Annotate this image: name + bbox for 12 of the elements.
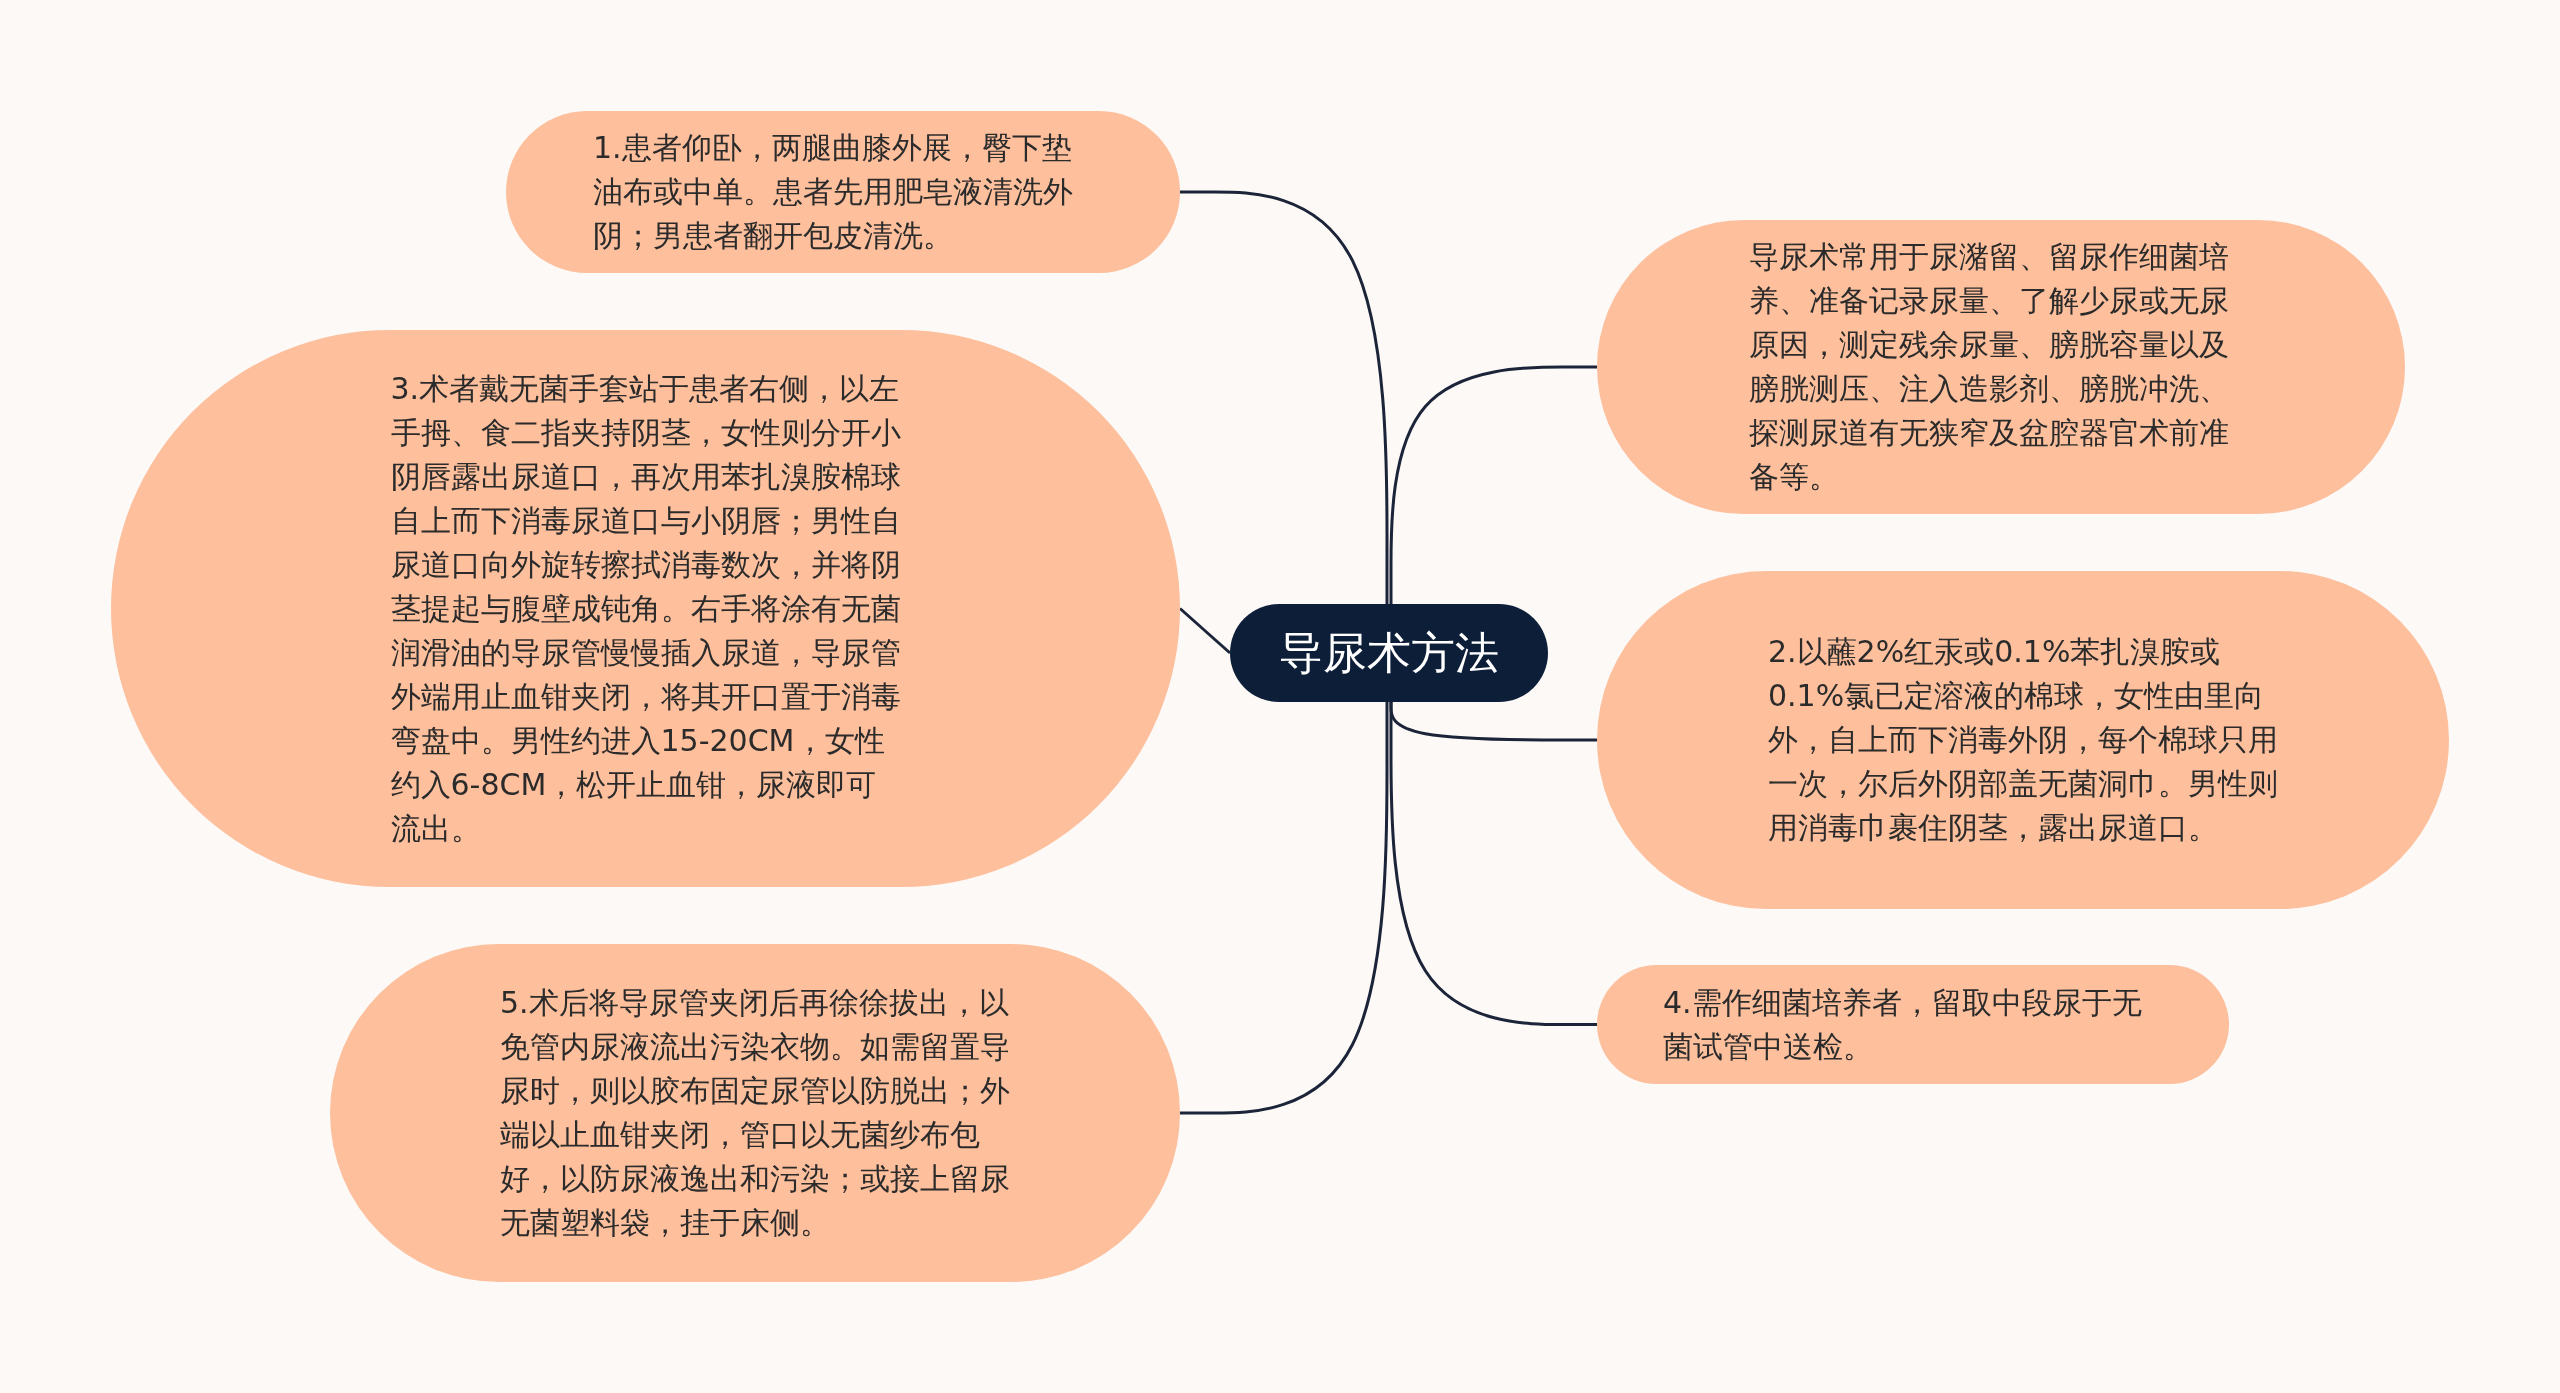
topic-text: 导尿术常用于尿潴留、留尿作细菌培养、准备记录尿量、了解少尿或无尿原因，测定残余尿量、膀胱容量以及膀胱测压、注入造影剂、膀胱冲洗、探测尿道有无狭窄及盆腔器官术前准备等。 [1748, 238, 2230, 496]
topic-text: 1.患者仰卧，两腿曲膝外展，臀下垫油布或中单。患者先用肥皂液清洗外阴；男患者翻开包皮清洗。 [593, 129, 1074, 255]
connector-line [1180, 190, 1389, 604]
topic-text: 2.以蘸2%红汞或0.1%苯扎溴胺或0.1%氯已定溶液的棉球，女性由里向外，自上而下消毒外阴，每个棉球只用一次，尔后外阴部盖无菌洞巾。男性则用消毒巾裹住阴茎，露出尿道口。 [1768, 633, 2278, 847]
connector-line [1389, 702, 1597, 1026]
connector-line [1389, 365, 1597, 604]
topic-text: 4.需作细菌培养者，留取中段尿于无菌试管中送检。 [1663, 983, 2143, 1066]
connector-line [1180, 702, 1389, 1115]
topic-text: 5.术后将导尿管夹闭后再徐徐拔出，以免管内尿液流出污染衣物。如需留置导尿时，则以胶布固定尿管以防脱出；外端以止血钳夹闭，管口以无菌纱布包好，以防尿液逸出和污染；或接上留尿无菌塑料袋，挂于床侧。 [500, 984, 1010, 1242]
topic-text: 3.术者戴无菌手套站于患者右侧，以左手拇、食二指夹持阴茎，女性则分开小阴唇露出尿道口，再次用苯扎溴胺棉球自上而下消毒尿道口与小阴唇；男性自尿道口向外旋转擦拭消毒数次，并将阴茎提起与腹壁成钝角。右手将涂有无菌润滑油的导尿管慢慢插入尿道，导尿管外端用止血钳夹闭，将其开口置于消毒弯盘中。男性约进入15-20CM，女性约入6-8CM，松开止血钳，尿液即可流出。 [390, 369, 901, 848]
connector-line [1179, 607, 1231, 655]
topic-title: 导尿术方法 [1279, 626, 1499, 680]
